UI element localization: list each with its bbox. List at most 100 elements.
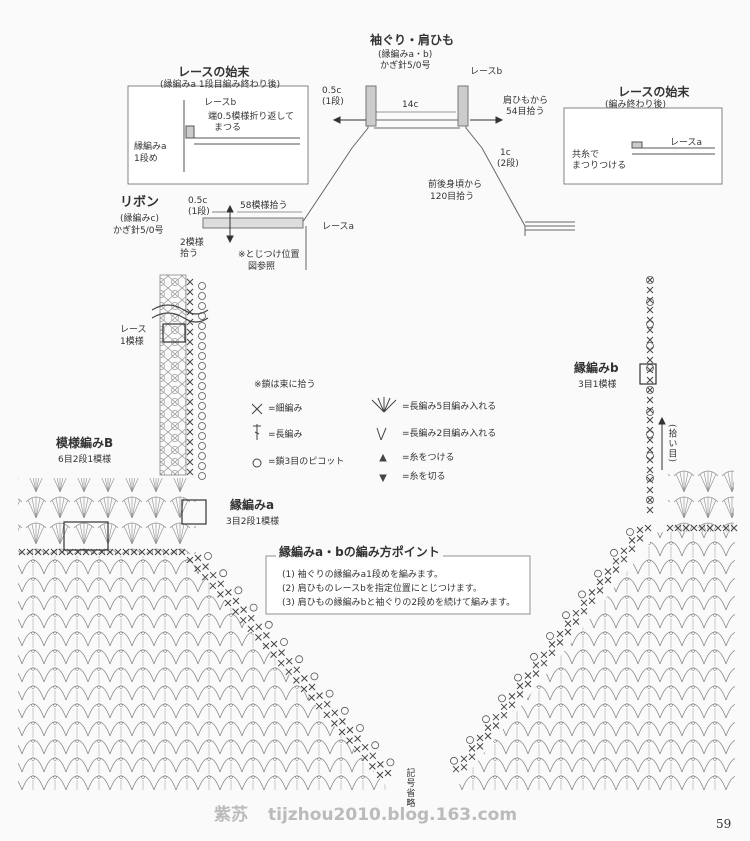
- single-crochet-marks: [18, 276, 738, 779]
- sc-mark: [194, 554, 202, 562]
- ribbon-rows-label: (1段): [188, 207, 210, 217]
- sc-mark: [331, 720, 338, 727]
- sc-mark: [50, 548, 58, 556]
- picot-marks: [198, 276, 654, 767]
- sc-mark: [646, 386, 654, 394]
- sc-mark: [278, 649, 285, 656]
- picot-mark: [594, 569, 602, 578]
- edge-a-repeat: 3目2段1模様: [226, 517, 280, 527]
- ribbon-subtitle: (縁編みc): [120, 214, 159, 224]
- sc-mark: [106, 548, 114, 556]
- picot-mark: [198, 322, 206, 330]
- picot-mark: [626, 528, 634, 536]
- sc-mark: [285, 668, 293, 676]
- legend-symbols: [251, 397, 397, 483]
- sc-mark: [646, 476, 654, 484]
- sc-mark: [524, 672, 532, 679]
- picot-mark: [646, 276, 654, 284]
- sc-mark: [82, 548, 90, 556]
- sc-mark: [232, 597, 240, 605]
- sc-mark: [646, 286, 654, 294]
- lace-end-right-lace-a: レースa: [670, 138, 703, 148]
- attach-note-2: 図参照: [248, 262, 276, 272]
- sc-mark: [580, 599, 588, 607]
- sc-mark: [186, 308, 194, 316]
- sc-mark: [476, 734, 484, 742]
- sc-mark: [484, 724, 492, 731]
- sc-mark: [548, 641, 556, 648]
- edge-rows-label: (2段): [497, 159, 519, 169]
- sc-mark: [714, 524, 722, 532]
- sew-note-1: 共糸で: [572, 150, 600, 160]
- lace-repeat-label-1: レース: [120, 325, 147, 335]
- sc-mark: [674, 524, 682, 532]
- sc-mark: [186, 428, 194, 436]
- sc-mark: [186, 458, 194, 466]
- picot-mark: [646, 474, 654, 482]
- sc-mark: [730, 524, 738, 532]
- ribbon-hook-size: かぎ針5/0号: [113, 226, 164, 236]
- picot-mark: [562, 611, 570, 620]
- attach-note-1: ※とじつけ位置: [238, 250, 300, 260]
- sc-mark: [90, 548, 98, 556]
- sc-mark: [308, 694, 315, 701]
- sc-mark: [452, 765, 460, 773]
- sc-mark: [186, 328, 194, 336]
- legend-join-yarn: =糸をつける: [402, 453, 455, 463]
- sc-mark: [722, 524, 730, 532]
- sc-mark: [468, 745, 476, 752]
- sc-mark: [247, 625, 255, 633]
- sc-mark: [604, 576, 612, 584]
- picot-mark: [646, 496, 654, 504]
- sc-mark: [636, 535, 644, 542]
- sc-mark: [361, 743, 369, 751]
- sc-mark: [646, 346, 654, 354]
- picot-mark: [204, 552, 212, 560]
- sc-mark: [369, 763, 376, 770]
- sc-mark: [604, 568, 612, 575]
- from-body-label: 前後身頃から: [428, 180, 483, 190]
- knitting-point-3: (3) 肩ひもの縁編みbと袖ぐりの2段めを続けて編みます。: [282, 598, 516, 608]
- sc-mark: [376, 771, 384, 779]
- sc-mark: [460, 763, 468, 771]
- sc-mark: [596, 587, 604, 594]
- sc-mark: [646, 336, 654, 344]
- legend-double-crochet: =長編み: [268, 430, 303, 440]
- sc-mark: [186, 468, 194, 476]
- sc-mark: [42, 548, 50, 556]
- sc-mark: [646, 356, 654, 364]
- sc-mark: [468, 753, 476, 761]
- picot-mark: [295, 655, 304, 664]
- fold-note-2: まつる: [214, 123, 242, 133]
- sc-mark: [572, 609, 580, 617]
- sc-mark: [186, 556, 194, 564]
- sc-mark: [34, 548, 42, 556]
- sc-mark: [186, 388, 194, 396]
- from-strap-label: 肩ひもから: [503, 96, 549, 106]
- ribbon-title: リボン: [120, 195, 160, 210]
- picot-mark: [610, 548, 618, 557]
- picot-mark: [578, 590, 586, 599]
- sc-mark: [186, 418, 194, 426]
- armhole-strap-title: 袖ぐり・肩ひも: [370, 33, 455, 47]
- sc-mark: [353, 745, 361, 753]
- sc-mark: [588, 597, 596, 605]
- legend-dc5: =長編み5目編み入れる: [402, 402, 497, 412]
- sc-mark: [500, 703, 508, 711]
- sc-mark: [130, 548, 138, 556]
- edge-a-row-label-2: 1段め: [134, 154, 158, 164]
- sc-mark: [646, 416, 654, 424]
- sc-mark: [240, 606, 247, 613]
- page-number: 59: [716, 817, 732, 831]
- sc-mark: [170, 548, 178, 556]
- picot-mark: [198, 462, 206, 470]
- picot-mark: [646, 452, 654, 460]
- sc-mark: [646, 366, 654, 374]
- picot-mark: [198, 402, 206, 410]
- sc-mark: [532, 661, 540, 669]
- sc-mark: [646, 376, 654, 384]
- sc-mark: [532, 670, 540, 677]
- legend-note: ※鎖は束に拾う: [254, 380, 316, 390]
- sc-mark: [315, 702, 323, 710]
- sc-mark: [698, 524, 706, 532]
